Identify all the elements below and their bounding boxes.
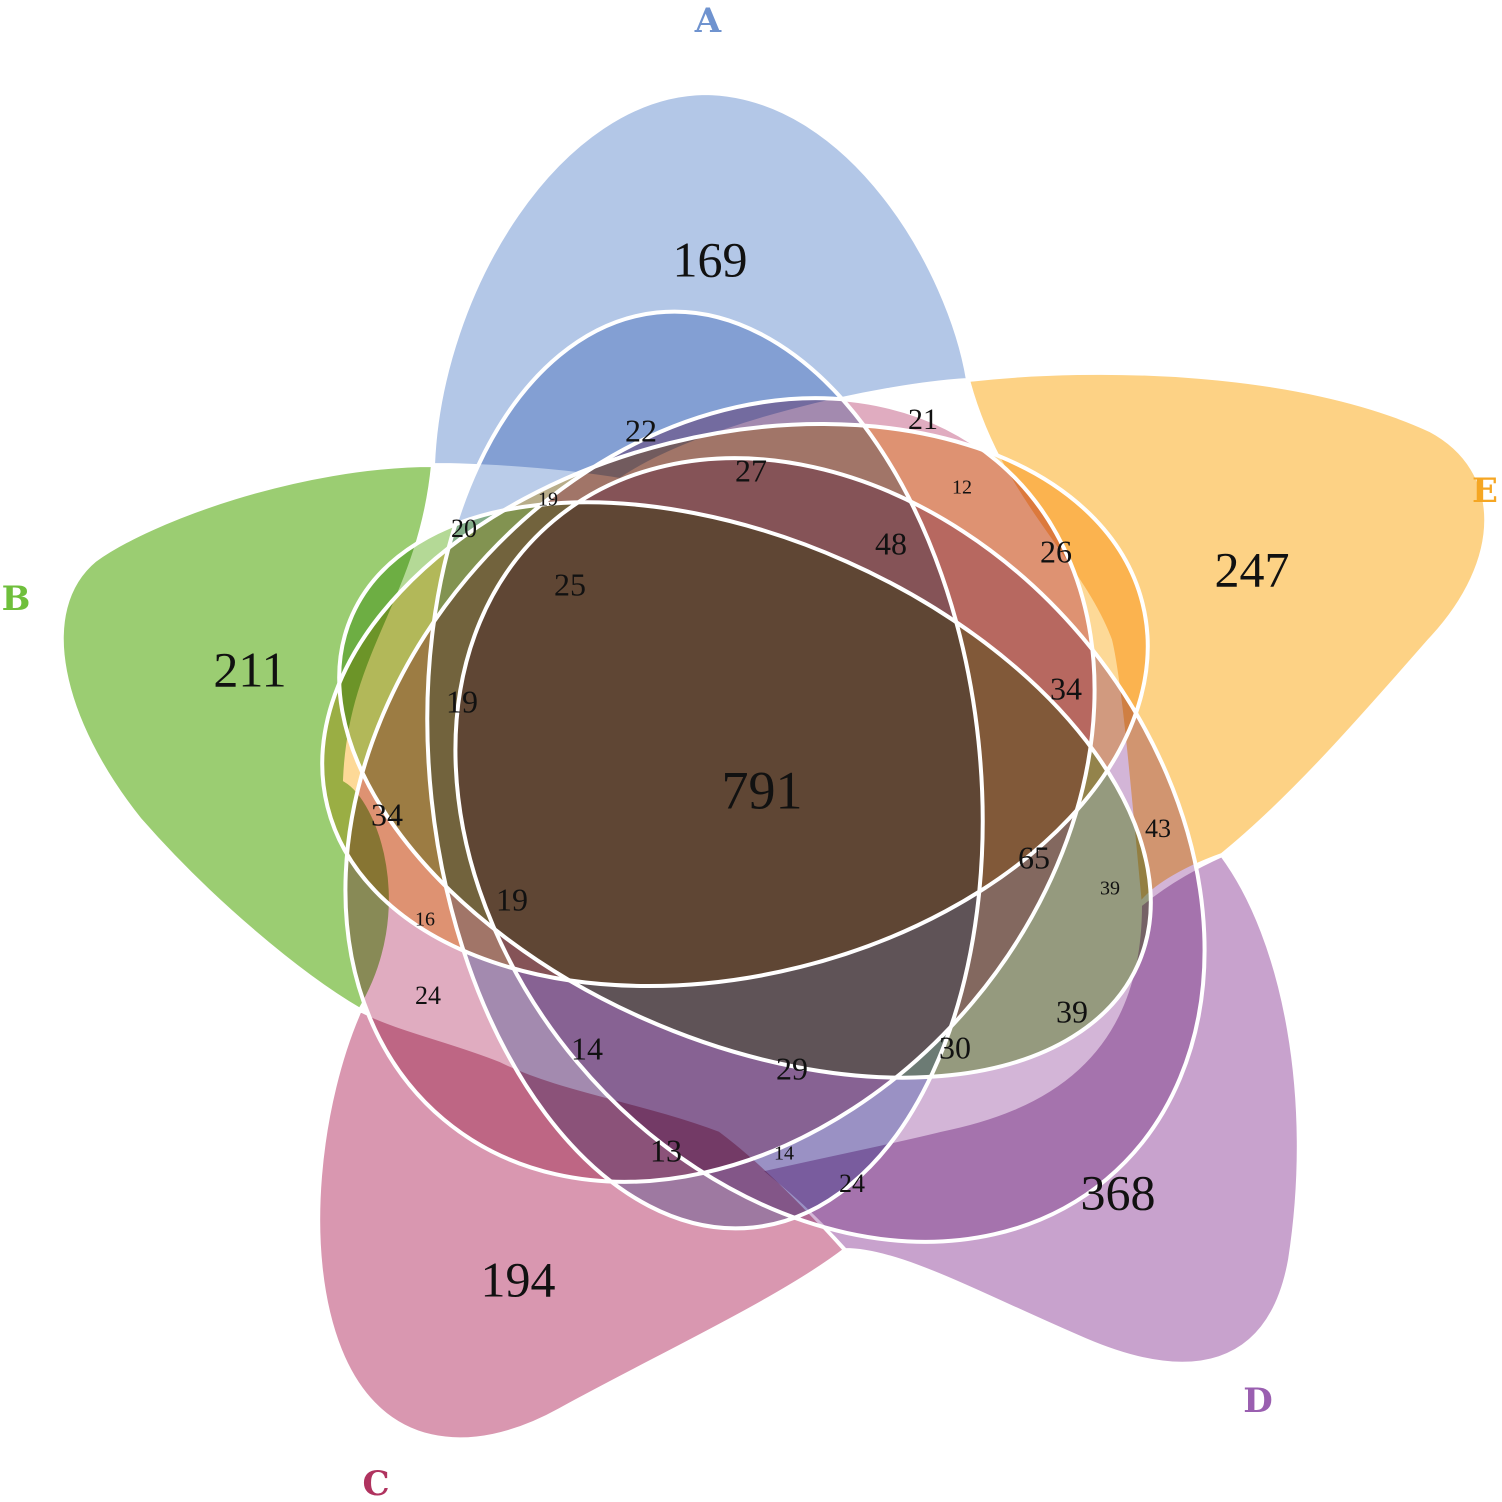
region-24-bottom: 24 <box>839 1169 865 1198</box>
set-label-c: C <box>362 1464 389 1502</box>
region-19-left: 19 <box>446 683 478 719</box>
region-e-only: 247 <box>1215 541 1290 597</box>
region-25: 25 <box>554 566 586 602</box>
set-label-d: D <box>1243 1381 1272 1421</box>
region-22: 22 <box>625 412 657 448</box>
region-a-only: 169 <box>673 231 748 287</box>
region-24-left: 24 <box>415 981 441 1010</box>
region-19-top: 19 <box>538 489 558 511</box>
set-label-b: B <box>2 579 31 619</box>
region-16: 16 <box>415 909 435 931</box>
region-19-lower: 19 <box>496 881 528 917</box>
outline-c <box>343 396 1097 1184</box>
outline-b <box>337 500 1153 1080</box>
outline-a <box>425 309 985 1231</box>
set-label-a: A <box>694 1 722 41</box>
region-30: 30 <box>939 1029 971 1065</box>
region-43: 43 <box>1145 814 1171 843</box>
region-34-left: 34 <box>371 796 403 832</box>
set-label-e: E <box>1472 471 1498 511</box>
region-26: 26 <box>1040 533 1072 569</box>
region-27: 27 <box>735 452 767 488</box>
region-65: 65 <box>1018 839 1050 875</box>
region-counts: 169 211 247 194 368 791 22 21 27 12 19 2… <box>213 231 1289 1307</box>
region-29: 29 <box>776 1050 808 1086</box>
region-12: 12 <box>952 477 972 499</box>
region-21: 21 <box>908 403 938 436</box>
region-48: 48 <box>875 525 907 561</box>
region-14-small: 14 <box>774 1143 794 1165</box>
set-outlines <box>320 309 1207 1244</box>
region-39-small: 39 <box>1100 878 1120 900</box>
region-14: 14 <box>571 1030 603 1066</box>
region-b-only: 211 <box>213 641 286 697</box>
region-13: 13 <box>650 1132 682 1168</box>
outline-d <box>453 456 1207 1244</box>
region-20: 20 <box>451 514 477 543</box>
region-center: 791 <box>722 760 803 820</box>
region-39: 39 <box>1056 993 1088 1029</box>
outline-e <box>320 422 1150 988</box>
region-d-only: 368 <box>1081 1164 1156 1220</box>
region-34-right: 34 <box>1050 670 1082 706</box>
region-c-only: 194 <box>481 1251 556 1307</box>
